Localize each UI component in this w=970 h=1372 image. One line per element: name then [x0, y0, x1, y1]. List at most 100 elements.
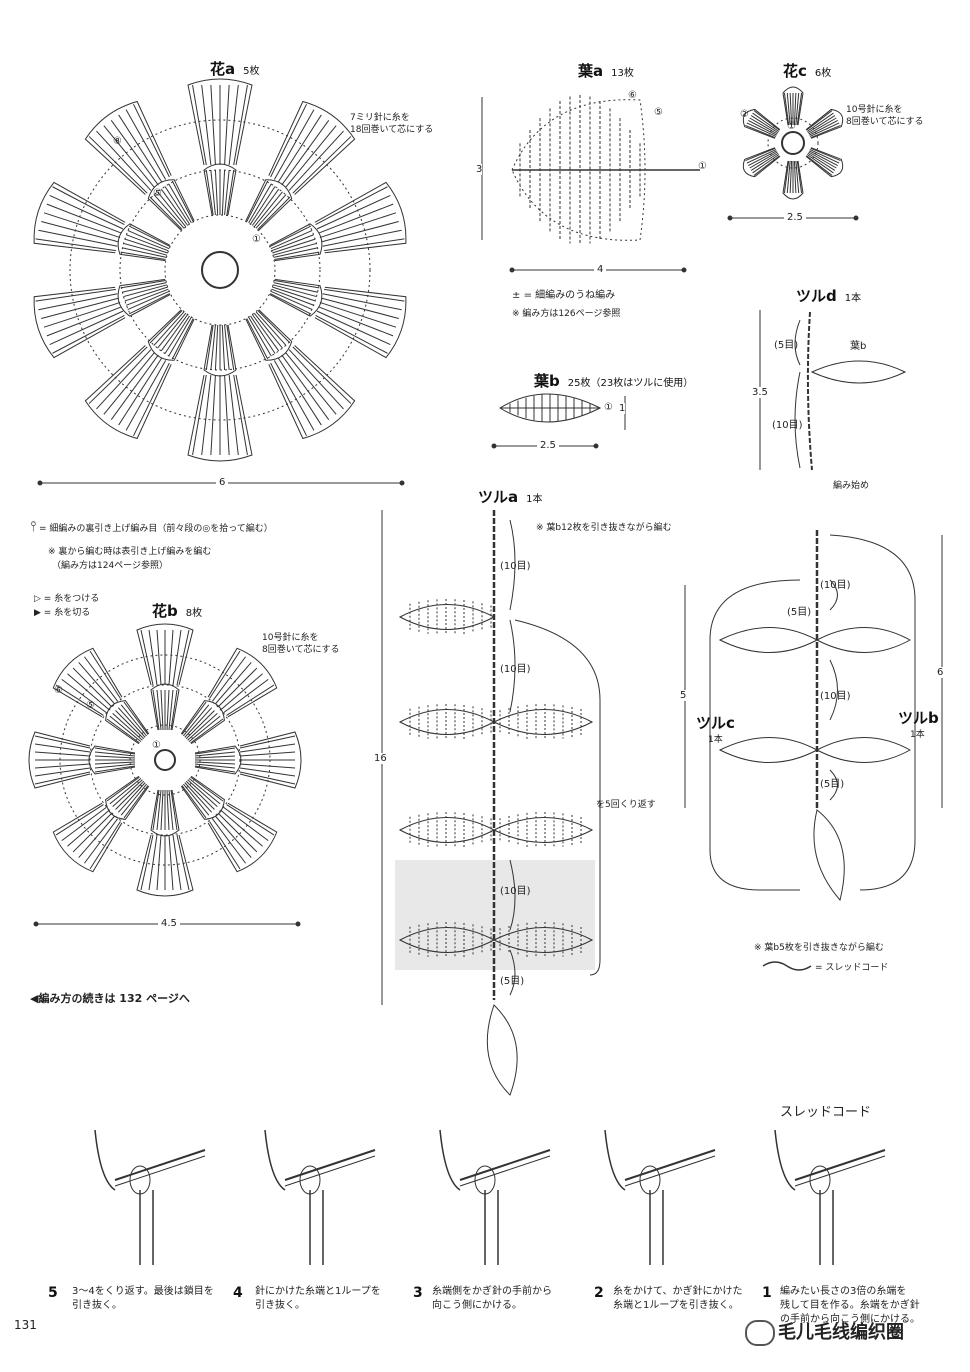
stitch: [112, 779, 143, 808]
stitch: [789, 160, 793, 194]
stitch: [118, 114, 163, 183]
leaf: [398, 709, 496, 735]
stitch: [210, 324, 216, 371]
stitch: [96, 130, 152, 191]
stitch: [233, 84, 248, 166]
stitch: [55, 684, 104, 716]
stitch: [269, 293, 312, 315]
stitch: [746, 122, 777, 137]
petal: [742, 108, 781, 139]
petal: [782, 86, 804, 126]
vine-d-leaf-label: 葉b: [850, 341, 867, 352]
stitch: [78, 662, 116, 705]
stitch: [185, 780, 215, 810]
flower-b-chart: [28, 623, 302, 897]
stitch: [271, 234, 314, 252]
step-4-text: 針にかけた糸端と1ループを 引き抜く。: [255, 1286, 381, 1311]
legend-back-post-note2: （編み方は124ページ参照）: [52, 561, 168, 571]
leaf: [398, 604, 496, 630]
stitch: [55, 804, 104, 836]
stitch: [322, 293, 402, 311]
stitch: [223, 678, 269, 714]
stitch: [316, 194, 391, 230]
stitch: [211, 818, 247, 864]
vine-c-count: 1本: [708, 735, 723, 745]
petal: [245, 179, 293, 231]
stitch: [152, 789, 160, 831]
stitch: [88, 136, 148, 194]
stitch: [117, 707, 146, 738]
stitch: [251, 188, 280, 226]
stitch: [210, 84, 216, 166]
stitch: [83, 818, 119, 864]
stitch: [124, 286, 168, 302]
vine-b-seg-2: (5目): [787, 607, 812, 618]
petal: [117, 278, 171, 317]
vine-b-count: 1本: [910, 730, 925, 740]
stitch: [133, 103, 170, 178]
stitch: [270, 103, 307, 178]
stitch: [94, 755, 136, 759]
stitch: [156, 629, 162, 686]
stitch: [288, 130, 344, 191]
stitch: [194, 751, 236, 757]
stitch: [121, 247, 167, 258]
stitch: [125, 360, 167, 431]
vine-a-seg-last: (5目): [500, 976, 525, 987]
stitch: [292, 346, 352, 404]
stitch: [168, 316, 192, 357]
petal: [782, 160, 804, 200]
petal: [207, 647, 278, 718]
stitch: [783, 160, 790, 194]
step-4-num: 4: [233, 1285, 243, 1301]
hook: [459, 1149, 551, 1181]
petal: [136, 834, 194, 897]
stitch: [793, 92, 797, 126]
leaf-a-round-1: ①: [698, 161, 707, 172]
stitch: [187, 712, 218, 741]
stitch: [160, 689, 164, 731]
stitch: [153, 194, 185, 229]
stitch: [125, 109, 167, 180]
step-1-num: 1: [762, 1285, 772, 1301]
petal: [805, 108, 844, 139]
stitch: [149, 196, 183, 230]
stitch: [194, 747, 236, 755]
vine-d-seg-10: (10目): [772, 420, 803, 431]
petal: [84, 345, 172, 440]
stitch: [806, 154, 834, 174]
stitch: [796, 160, 803, 194]
stitch: [217, 812, 258, 853]
stitch: [224, 169, 230, 216]
stitch: [182, 783, 210, 816]
stitch: [226, 684, 275, 716]
stitch: [123, 785, 149, 819]
stitch: [156, 834, 162, 891]
petal: [147, 179, 195, 231]
stitch: [318, 203, 394, 234]
stitch: [187, 779, 218, 808]
stitch: [61, 806, 107, 842]
stitch: [148, 834, 158, 891]
stitch: [322, 229, 402, 247]
stitch: [315, 315, 388, 354]
step-1-text: 編みたい長さの3倍の糸端を 残して目を作る。糸端をかぎ針 の手前から向こう側にか…: [780, 1286, 920, 1325]
stitch: [749, 117, 778, 135]
stitch: [94, 761, 136, 765]
stitch: [270, 290, 313, 311]
stitch: [270, 229, 313, 250]
stitch: [171, 318, 194, 360]
stitch: [176, 629, 190, 686]
stitch: [211, 656, 247, 702]
flower-a-size: 6: [216, 477, 229, 488]
stitch: [250, 315, 276, 354]
stitch: [194, 763, 236, 769]
leaf-a-chart: [511, 95, 700, 245]
stitch: [156, 789, 162, 831]
stitch: [221, 324, 226, 371]
stitch: [67, 809, 110, 847]
stitch: [190, 776, 224, 802]
petal: [805, 147, 844, 178]
petal: [245, 309, 293, 361]
